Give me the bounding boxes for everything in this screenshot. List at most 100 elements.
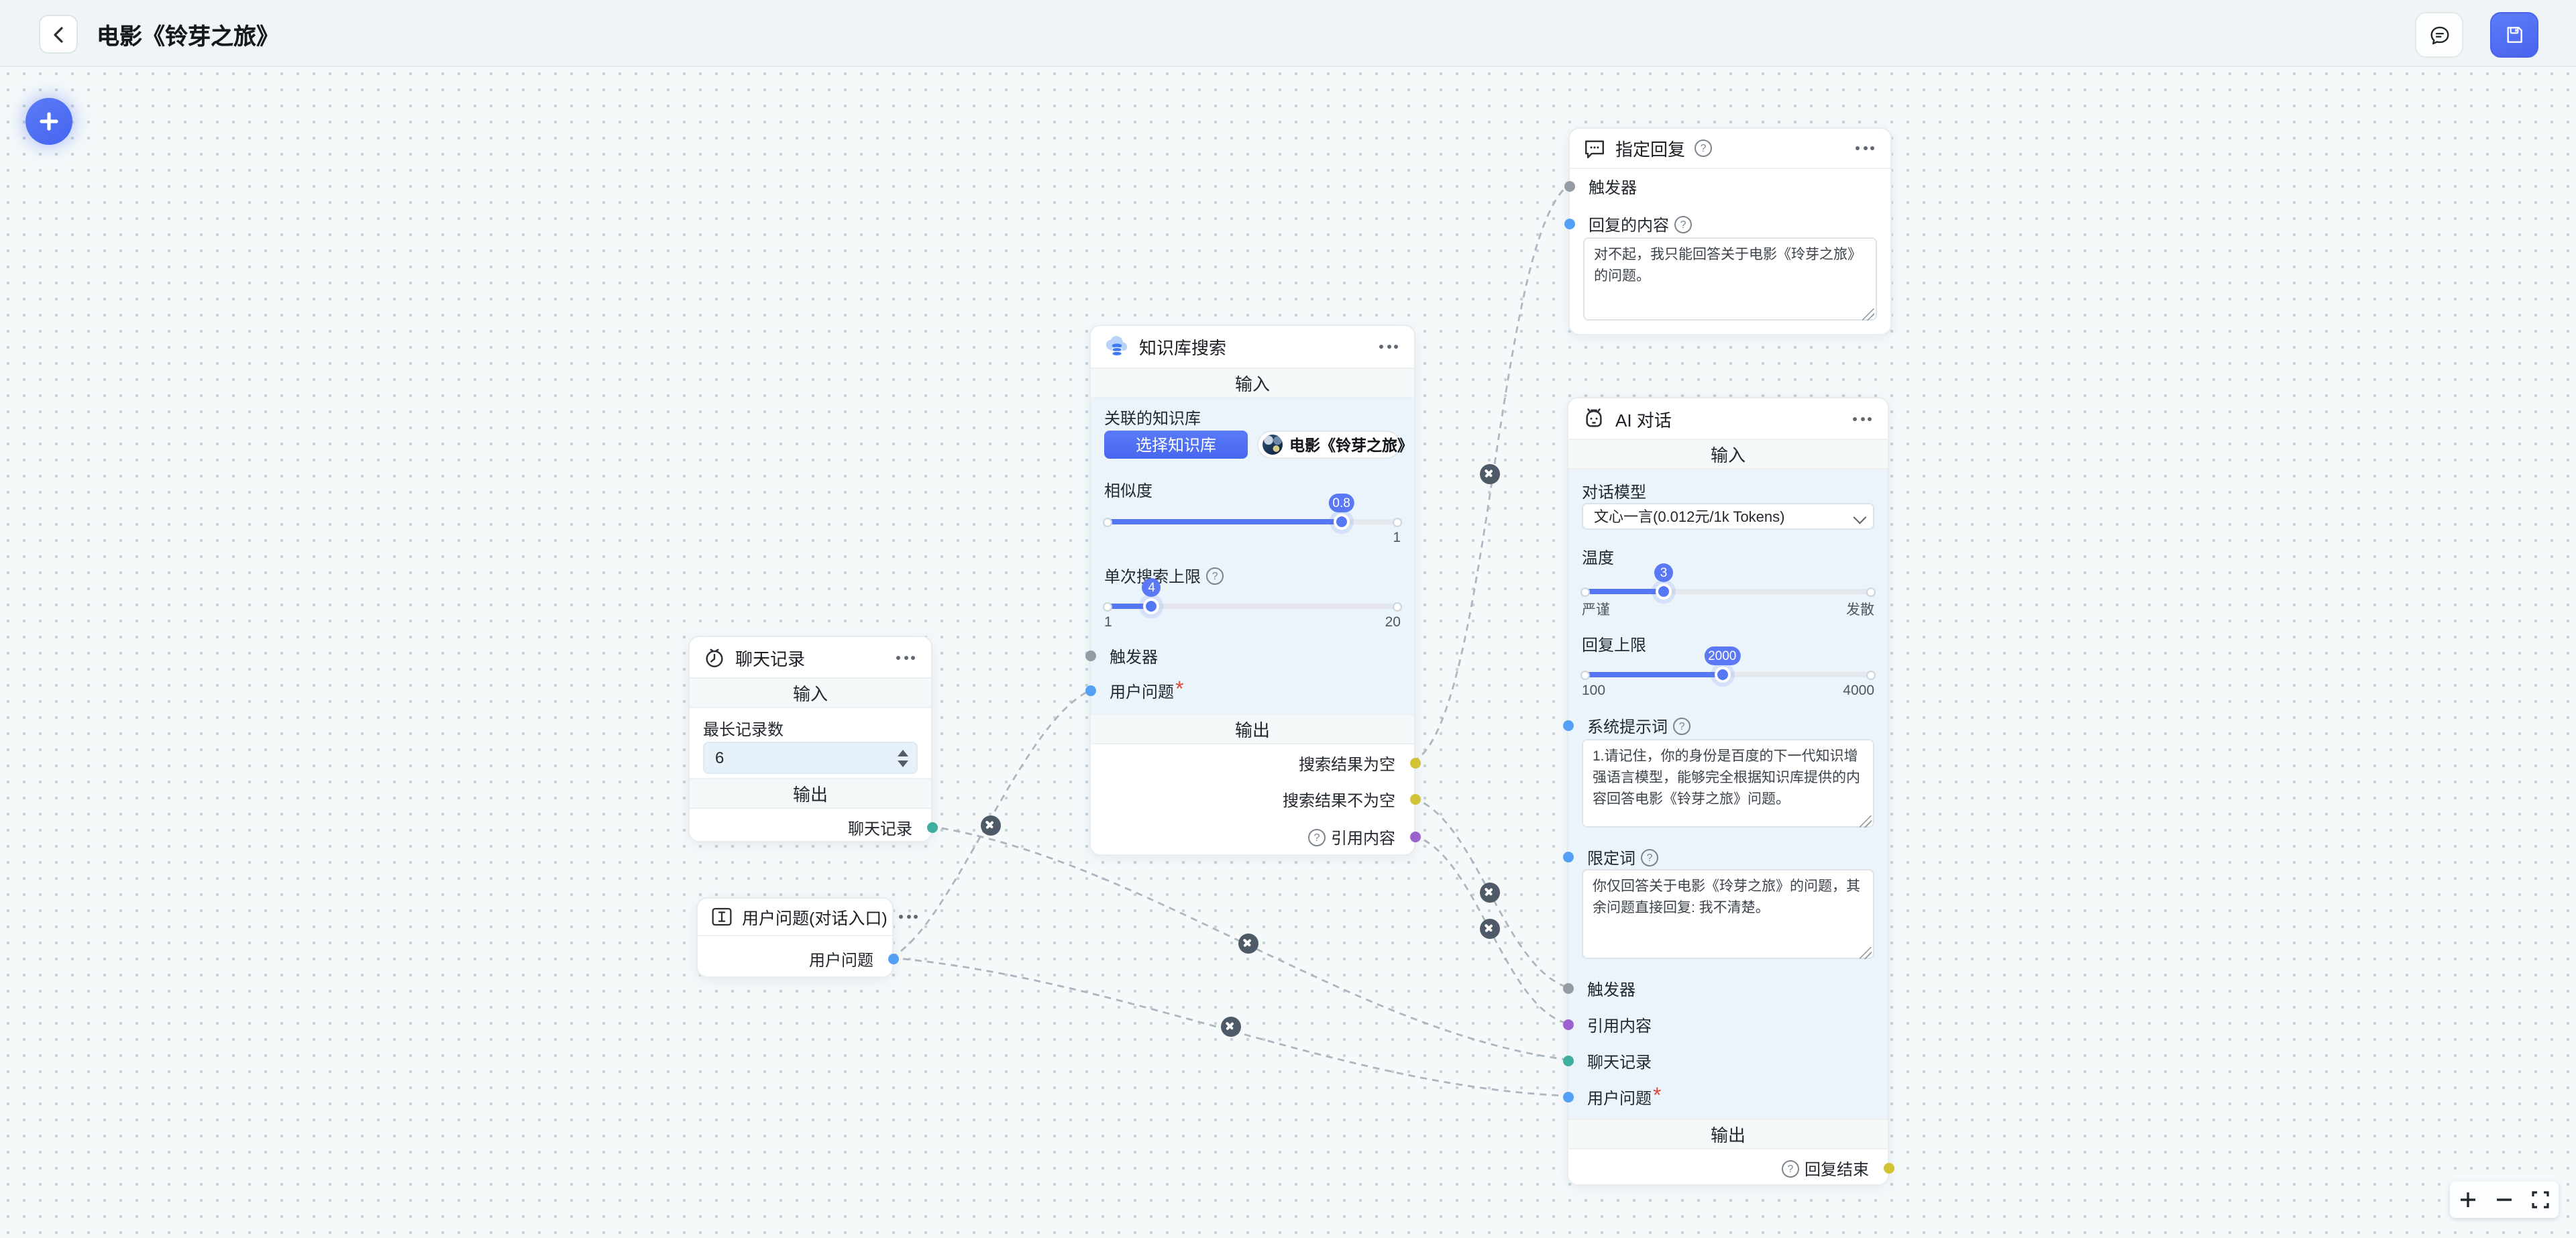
stepper-up-icon[interactable] (898, 749, 908, 756)
port-label: 触发器 (1589, 178, 1638, 196)
slider-handle[interactable] (1714, 667, 1731, 683)
slider-max-label: 20 (1385, 614, 1401, 630)
input-port-user-question[interactable] (1085, 685, 1095, 696)
node-ai-chat[interactable]: AI 对话 输入 对话模型 文心一言(0.012元/1k Tokens) 温度 … (1562, 397, 1894, 1186)
slider-handle[interactable] (1333, 514, 1350, 530)
slider-min-label: 严谨 (1582, 602, 1610, 618)
node-title: AI 对话 (1615, 410, 1672, 430)
max-records-label: 最长记录数 (703, 720, 784, 739)
port-label: ? 引用内容 (1307, 826, 1395, 848)
slider-track[interactable] (1582, 589, 1874, 594)
output-port-row: ? 引用内容 (1091, 826, 1420, 848)
kb-chip[interactable]: 电影《铃芽之旅》 (1257, 431, 1413, 459)
port-label: 聊天记录 (1587, 1052, 1652, 1071)
max-records-input[interactable]: 6 (703, 742, 918, 774)
help-icon[interactable]: ? (1674, 215, 1693, 233)
reply-limit-slider[interactable]: 2000 100 4000 (1580, 646, 1876, 699)
model-label: 对话模型 (1582, 483, 1647, 502)
input-port-row: 引用内容 (1562, 1014, 1888, 1035)
output-port-result-empty[interactable] (1409, 758, 1420, 769)
slider-track[interactable] (1104, 604, 1401, 609)
edge-delete-button[interactable] (1220, 1016, 1240, 1036)
slider-value-badge: 4 (1142, 578, 1161, 597)
system-prompt-textarea[interactable]: 1.请记住，你的身份是百度的下一代知识增强语言模型，能够完全根据知识库提供的内容… (1582, 739, 1874, 828)
reply-limit-label: 回复上限 (1582, 636, 1647, 655)
edge-delete-button[interactable] (1479, 882, 1499, 902)
input-port-user-question[interactable] (1562, 1092, 1573, 1103)
help-icon[interactable]: ? (1695, 139, 1713, 157)
node-kb-search[interactable]: 知识库搜索 输入 关联的知识库 选择知识库 电影《铃芽之旅》 相似度 0.8 1… (1085, 325, 1420, 856)
help-icon[interactable]: ? (1641, 848, 1659, 866)
input-port-chat-history[interactable] (1562, 1056, 1573, 1066)
output-port-quote-content[interactable] (1409, 832, 1420, 842)
back-button[interactable] (39, 15, 78, 54)
save-button[interactable] (2490, 12, 2538, 58)
output-port-reply-end[interactable] (1883, 1163, 1894, 1174)
node-title: 知识库搜索 (1139, 338, 1227, 358)
preview-chat-button[interactable] (2415, 12, 2463, 58)
port-label-text: 引用内容 (1330, 828, 1395, 847)
save-floppy-icon (2504, 24, 2525, 46)
stepper-down-icon[interactable] (898, 760, 908, 767)
kb-poster-thumbnail (1263, 435, 1283, 455)
edge-delete-button[interactable] (1479, 463, 1499, 484)
edge-delete-button[interactable] (1238, 933, 1258, 953)
model-select[interactable]: 文心一言(0.012元/1k Tokens) (1582, 503, 1874, 530)
output-port-chat-history[interactable] (926, 822, 937, 833)
input-port-quote-content[interactable] (1562, 1019, 1573, 1030)
help-icon[interactable]: ? (1781, 1160, 1799, 1177)
more-menu-icon[interactable] (897, 912, 921, 921)
output-port-user-question[interactable] (888, 954, 898, 964)
zoom-out-button[interactable] (2495, 1190, 2514, 1209)
input-port-qualifier[interactable] (1562, 852, 1573, 862)
search-limit-label: 单次搜索上限 ? (1104, 565, 1224, 587)
input-port-trigger[interactable] (1562, 983, 1573, 994)
input-port-row: 触发器 (1085, 645, 1414, 667)
number-stepper[interactable] (898, 743, 908, 773)
help-icon[interactable]: ? (1206, 567, 1224, 585)
search-limit-slider[interactable]: 4 1 20 (1103, 578, 1402, 630)
input-port-trigger[interactable] (1085, 651, 1095, 661)
slider-max-label: 1 (1393, 530, 1401, 546)
slider-handle[interactable] (1656, 583, 1672, 600)
input-port-row: 聊天记录 (1562, 1050, 1888, 1072)
node-header: AI 对话 (1568, 398, 1888, 439)
more-menu-icon[interactable] (1377, 342, 1401, 351)
help-icon[interactable]: ? (1307, 828, 1326, 846)
slider-max-label: 发散 (1846, 602, 1874, 618)
output-port-result-not-empty[interactable] (1409, 794, 1420, 805)
port-label: 回复的内容 (1589, 215, 1670, 234)
temperature-slider[interactable]: 3 严谨 发散 (1580, 563, 1876, 618)
edge-delete-button[interactable] (980, 815, 1000, 835)
select-kb-button[interactable]: 选择知识库 (1104, 431, 1248, 459)
slider-min-label: 100 (1582, 683, 1606, 699)
node-fixed-reply[interactable]: 指定回复 ? 触发器 回复的内容 ? 对不起，我只能回答关于电影《玲芽之旅》的问… (1564, 127, 1892, 335)
input-port-reply-content[interactable] (1564, 219, 1574, 229)
temperature-label: 温度 (1582, 549, 1615, 567)
more-menu-icon[interactable] (894, 653, 918, 662)
output-port-row: 聊天记录 (690, 817, 937, 838)
node-header: 知识库搜索 (1091, 326, 1414, 368)
chat-bubble-icon (2428, 23, 2451, 46)
edge-delete-button[interactable] (1479, 918, 1499, 938)
slider-handle[interactable] (1143, 598, 1160, 614)
input-port-row: 触发器 (1564, 176, 1890, 197)
reply-content-textarea[interactable]: 对不起，我只能回答关于电影《玲芽之旅》的问题。 (1583, 237, 1877, 321)
zoom-in-button[interactable] (2459, 1190, 2477, 1209)
port-label: 触发器 (1587, 980, 1636, 999)
page-title: 电影《铃芽之旅》 (97, 24, 279, 50)
required-mark: * (1175, 679, 1184, 701)
input-section-header: 输入 (690, 677, 931, 708)
qualifier-textarea[interactable]: 你仅回答关于电影《玲芽之旅》的问题，其余问题直接回复: 我不清楚。 (1582, 869, 1874, 959)
input-port-trigger[interactable] (1564, 181, 1574, 192)
fit-view-button[interactable] (2531, 1190, 2550, 1209)
zoom-controls (2450, 1182, 2559, 1218)
similarity-slider[interactable]: 0.8 1 (1103, 494, 1402, 546)
node-chat-history[interactable]: 聊天记录 输入 最长记录数 6 输出 聊天记录 (688, 636, 937, 842)
add-node-button[interactable] (25, 98, 72, 145)
more-menu-icon[interactable] (1850, 414, 1874, 423)
input-port-system-prompt[interactable] (1562, 720, 1573, 731)
help-icon[interactable]: ? (1673, 717, 1691, 734)
node-user-question[interactable]: 用户问题(对话入口) 用户问题 (696, 897, 918, 978)
more-menu-icon[interactable] (1853, 144, 1877, 153)
